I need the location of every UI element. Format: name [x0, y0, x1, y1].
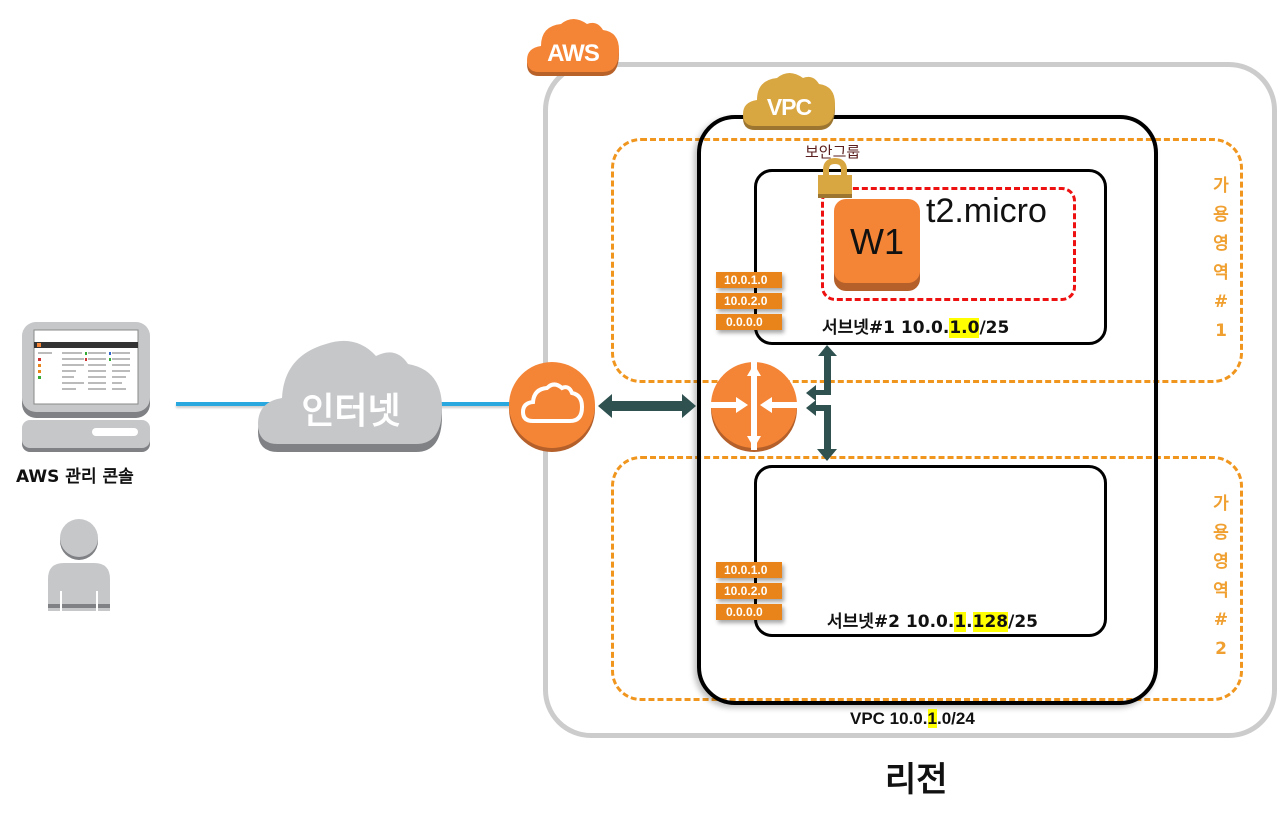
vpc-cloud-label: VPC — [766, 94, 812, 120]
subnet-1-highlight: 1.0 — [949, 318, 980, 338]
az-2-label: 가 용 영 역 # 2 — [1213, 494, 1229, 659]
instance-name: W1 — [850, 221, 904, 262]
availability-zone-1 — [611, 138, 1243, 383]
subnet-1-label: 서브넷#1 10.0.1.0/25 — [822, 318, 1010, 338]
lock-icon — [817, 157, 853, 199]
route-entry: 10.0.2.0 — [716, 293, 782, 309]
aws-cloud-icon — [527, 19, 619, 76]
instance-type: t2.micro — [926, 192, 1047, 230]
internet-gateway[interactable] — [507, 361, 597, 453]
branch-arrow-icon — [806, 345, 837, 461]
internet-label: 인터넷 — [301, 391, 401, 432]
route-entry: 10.0.2.0 — [716, 583, 782, 599]
subnet-1-box — [754, 169, 1107, 345]
internet-cloud: 인터넷 — [256, 336, 446, 456]
vpc-cloud-badge: VPC — [741, 72, 837, 134]
security-group-label: 보안그룹 — [805, 143, 861, 161]
aws-cloud-label: AWS — [547, 40, 600, 67]
availability-zone-2 — [611, 456, 1243, 701]
route-entry: 0.0.0.0 — [716, 604, 782, 620]
management-console-label: AWS 관리 콘솔 — [16, 467, 134, 487]
subnet-2-label: 서브넷#2 10.0.1.128/25 — [827, 612, 1039, 632]
user-icon — [46, 517, 114, 611]
vpc-frame — [697, 115, 1158, 705]
vpc-router[interactable] — [708, 360, 800, 452]
double-arrow-icon — [598, 394, 696, 418]
internet-gateway-icon — [509, 362, 595, 452]
route-entry: 0.0.0.0 — [716, 314, 782, 330]
security-group-box — [821, 187, 1076, 301]
computer-icon — [22, 322, 150, 452]
route-entry: 10.0.1.0 — [716, 562, 782, 578]
management-console-computer[interactable] — [22, 322, 150, 452]
subnet-2-highlight-1: 1 — [954, 612, 967, 632]
instance-tile — [834, 199, 920, 283]
vpc-cidr-highlight: 1 — [927, 709, 937, 728]
subnet-2-box — [754, 465, 1107, 637]
internet-cloud-icon — [258, 340, 442, 452]
vpc-cidr-label: VPC 10.0.1.0/24 — [850, 709, 975, 728]
az-1-label: 가 용 영 역 # 1 — [1213, 176, 1229, 341]
region-label: 리전 — [885, 760, 948, 800]
vpc-cloud-icon — [743, 73, 835, 130]
aws-cloud-badge: AWS — [525, 16, 621, 82]
router-subnet-arrows — [800, 343, 840, 463]
router-icon — [711, 362, 797, 452]
ec2-instance-w1[interactable]: W1 — [834, 199, 920, 291]
gateway-router-arrow — [596, 392, 698, 420]
route-entry: 10.0.1.0 — [716, 272, 782, 288]
subnet-2-highlight-2: 128 — [972, 612, 1009, 632]
